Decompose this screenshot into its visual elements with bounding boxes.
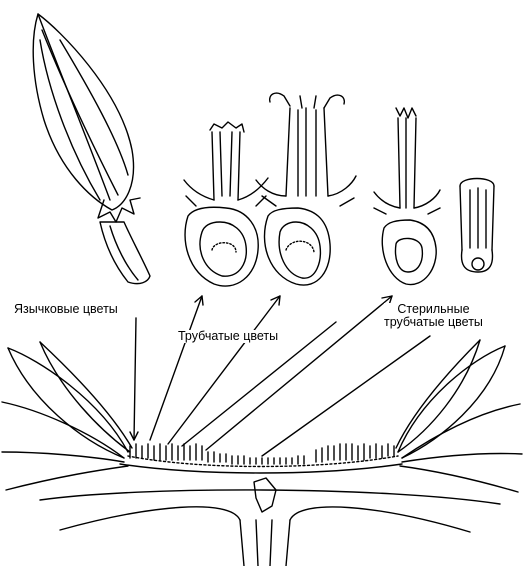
label-sterile-tubular-flowers: Стерильные трубчатые цветы (384, 303, 483, 329)
label-ligulate-flowers: Язычковые цветы (14, 303, 118, 316)
label-sterile-line-2: трубчатые цветы (384, 316, 483, 329)
sterile-flower-1 (374, 108, 440, 285)
sterile-flower-2 (460, 179, 494, 273)
ligulate-flower (33, 14, 150, 284)
tubular-flower-1 (184, 122, 268, 286)
label-tubular-flowers: Трубчатые цветы (178, 330, 278, 343)
tubular-flower-2 (256, 93, 356, 285)
flower-head-section (2, 340, 522, 566)
